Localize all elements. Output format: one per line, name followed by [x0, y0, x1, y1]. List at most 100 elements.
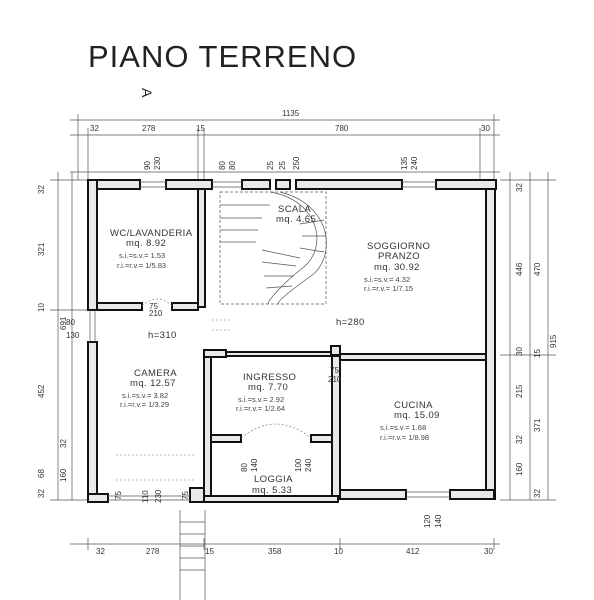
room-wc-area: mq. 8.92: [126, 238, 166, 249]
room-scala-area: mq. 4.65: [276, 214, 316, 225]
dim-bot-open-6: 140: [250, 458, 259, 472]
dim-left-total: 691: [59, 316, 68, 330]
dim-bot-seg-6: 412: [406, 547, 420, 556]
dim-left-9: 68: [37, 469, 46, 478]
dim-left-2: 321: [37, 242, 46, 256]
room-loggia: LOGGIA mq. 5.33: [252, 474, 293, 496]
dim-right-4: 30: [515, 347, 524, 356]
dim-left-6: 452: [37, 384, 46, 398]
room-ingresso-line1: s.i.=s.v.= 2.92: [238, 395, 284, 404]
dim-top-seg-1: 32: [90, 124, 99, 133]
dim-top-open-4: 80: [228, 161, 237, 170]
dim-right-5: 215: [515, 384, 524, 398]
dim-right-total-15: 15: [533, 349, 542, 358]
dim-left-7: 32: [59, 439, 68, 448]
dim-bot-open-9: 120: [423, 514, 432, 528]
dim-bot-seg-5: 10: [334, 547, 343, 556]
room-camera-line2: r.i.=r.v.= 1/3.29: [120, 400, 169, 409]
dim-right-8: 32: [533, 489, 542, 498]
dim-top-open-9: 240: [410, 156, 419, 170]
dim-bot-seg-4: 358: [268, 547, 282, 556]
inner-dimensions: 75 210 75 210: [149, 302, 342, 384]
dim-inner-75a: 75: [149, 302, 158, 311]
dim-left-5: 130: [66, 331, 80, 340]
room-wc-line1: s.i.=s.v.= 1.53: [119, 251, 165, 260]
room-cucina-line2: r.i.=r.v.= 1/8.98: [380, 433, 429, 442]
room-soggiorno-name2: PRANZO: [378, 251, 420, 262]
room-cucina-line1: s.i.=s.v.= 1.68: [380, 423, 426, 432]
dim-inner-210a: 210: [149, 309, 163, 318]
room-ingresso-area: mq. 7.70: [248, 382, 288, 393]
dim-left-1: 32: [37, 185, 46, 194]
dim-bot-seg-2: 278: [146, 547, 160, 556]
dim-right-7: 160: [515, 462, 524, 476]
door-swings: [116, 298, 312, 481]
dim-right-total-371: 371: [533, 418, 542, 432]
dim-bot-open-7: 100: [294, 458, 303, 472]
dim-left-4: 80: [66, 318, 75, 327]
room-cucina-area: mq. 15.09: [394, 410, 440, 421]
room-ingresso-name: INGRESSO: [243, 372, 296, 383]
right-dimensions: 32 446 470 30 215 32 160 32 15 915 371: [500, 172, 558, 501]
dim-left-10: 32: [37, 489, 46, 498]
dim-bot-open-3: 230: [154, 489, 163, 503]
dim-inner-210b: 210: [328, 375, 342, 384]
dim-right-total-915: 915: [549, 334, 558, 348]
dim-top-open-3: 80: [218, 161, 227, 170]
room-soggiorno: SOGGIORNO PRANZO mq. 30.92 s.i.=s.v.= 4.…: [364, 241, 430, 293]
room-scala-name: SCALA: [278, 204, 311, 215]
dim-left-3: 10: [37, 303, 46, 312]
dim-bot-open-4: 75: [181, 491, 190, 500]
room-cucina: CUCINA mq. 15.09 s.i.=s.v.= 1.68 r.i.=r.…: [380, 400, 440, 442]
plan-title: PIANO TERRENO: [88, 39, 357, 74]
dim-bot-open-8: 240: [304, 458, 313, 472]
dim-top-total: 1135: [282, 109, 300, 118]
dim-bot-open-5: 80: [240, 463, 249, 472]
room-loggia-name: LOGGIA: [254, 474, 293, 485]
dim-top-open-5: 25: [266, 161, 275, 170]
dim-bot-seg-7: 30: [484, 547, 493, 556]
room-wc-name: WC/LAVANDERIA: [110, 228, 193, 239]
room-camera-line1: s.i.=s.v.= 3.82: [122, 391, 168, 400]
dim-top-open-8: 135: [400, 156, 409, 170]
dim-right-1: 32: [515, 183, 524, 192]
dim-bot-seg-3: 15: [205, 547, 214, 556]
room-wc-line2: r.i.=r.v.= 1/5.83: [117, 261, 166, 270]
room-wc: WC/LAVANDERIA mq. 8.92 s.i.=s.v.= 1.53 r…: [110, 228, 193, 270]
room-camera-area: mq. 12.57: [130, 378, 176, 389]
room-camera: CAMERA mq. 12.57 s.i.=s.v.= 3.82 r.i.=r.…: [120, 368, 177, 409]
room-soggiorno-name: SOGGIORNO: [367, 241, 430, 252]
dim-top-open-2: 230: [153, 156, 162, 170]
top-dimensions: 1135 32 278 15 780 30 90 230 80 80 25 25…: [70, 109, 500, 180]
dim-inner-75b: 75: [330, 366, 339, 375]
dim-top-open-7: 250: [292, 156, 301, 170]
dim-top-open-6: 25: [278, 161, 287, 170]
room-camera-name: CAMERA: [134, 368, 177, 379]
section-marker: A: [139, 88, 155, 98]
room-ingresso: INGRESSO mq. 7.70 s.i.=s.v.= 2.92 r.i.=r…: [236, 372, 296, 413]
walls: [87, 179, 497, 503]
dim-left-8: 160: [59, 468, 68, 482]
room-soggiorno-line2: r.i.=r.v.= 1/7.15: [364, 284, 413, 293]
dim-right-2: 446: [515, 262, 524, 276]
dim-top-seg-4: 780: [335, 124, 349, 133]
windows: [89, 181, 450, 501]
room-loggia-area: mq. 5.33: [252, 485, 292, 496]
dim-bot-open-1: 75: [114, 491, 123, 500]
staircase: [219, 191, 327, 305]
dim-right-6: 32: [515, 435, 524, 444]
room-soggiorno-area: mq. 30.92: [374, 262, 420, 273]
room-ingresso-line2: r.i.=r.v.= 1/2.64: [236, 404, 285, 413]
height-main: h=280: [336, 317, 365, 328]
dim-top-seg-3: 15: [196, 124, 205, 133]
dim-bot-seg-1: 32: [96, 547, 105, 556]
dim-top-seg-5: 30: [481, 124, 490, 133]
bottom-dimensions: 32 278 15 358 10 412 30 75 110 230 75 80…: [70, 458, 500, 556]
dim-right-3: 470: [533, 262, 542, 276]
dim-top-seg-2: 278: [142, 124, 156, 133]
dim-bot-open-10: 140: [434, 514, 443, 528]
dim-top-open-1: 90: [143, 161, 152, 170]
room-scala: SCALA mq. 4.65: [276, 204, 316, 225]
height-left: h=310: [148, 330, 177, 341]
